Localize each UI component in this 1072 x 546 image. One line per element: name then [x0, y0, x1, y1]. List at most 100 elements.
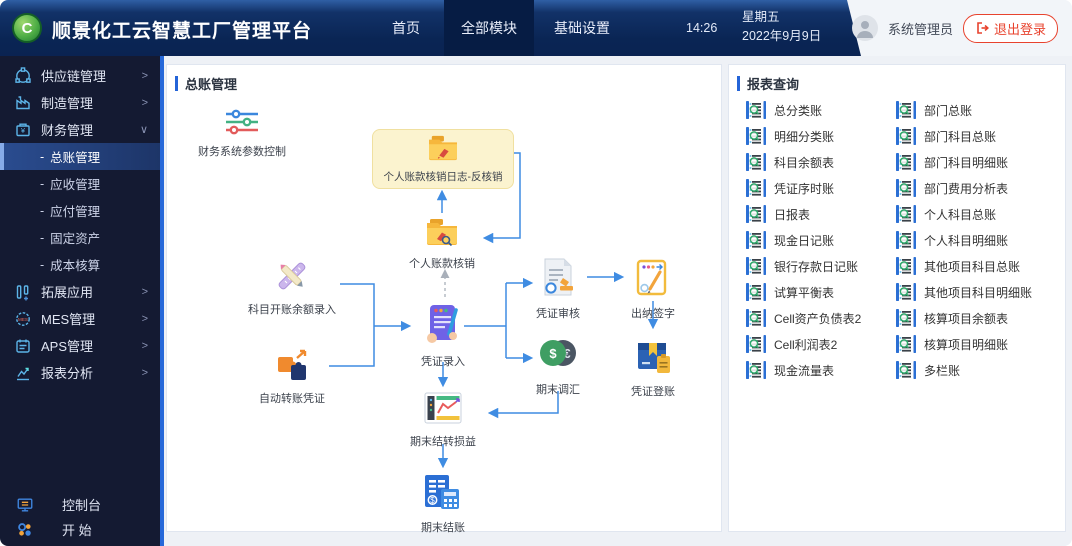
report-search-icon — [745, 281, 767, 303]
report-search-icon — [895, 229, 917, 251]
svg-text:$: $ — [549, 346, 557, 361]
nav-tab-home[interactable]: 首页 — [392, 20, 420, 36]
sidebar-item-mes[interactable]: MES MES管理 > — [0, 305, 160, 332]
report-item[interactable]: 其他项目科目总账 — [895, 253, 1032, 279]
report-item-label: 日报表 — [774, 207, 811, 222]
report-item-label: 现金日记账 — [774, 233, 835, 248]
flow-node-params-control[interactable]: 财务系统参数控制 — [198, 109, 286, 159]
report-item-label: 凭证序时账 — [774, 181, 835, 196]
flow-node-label: 自动转账凭证 — [259, 393, 325, 405]
svg-text:$: $ — [430, 496, 435, 505]
flow-node-period-carryover[interactable]: 期末结转损益 — [410, 391, 476, 449]
report-item[interactable]: 部门科目明细账 — [895, 149, 1032, 175]
sidebar-item-supply-chain[interactable]: 供应链管理 > — [0, 62, 160, 89]
report-search-icon — [895, 255, 917, 277]
report-item[interactable]: 部门科目总账 — [895, 123, 1032, 149]
mes-gear-icon: MES — [14, 310, 32, 328]
folder-search-icon — [425, 217, 459, 252]
flow-node-period-exchange[interactable]: €$ 期末调汇 — [536, 333, 580, 397]
sidebar-subitem-payables[interactable]: - 应付管理 — [0, 197, 160, 224]
flow-node-label: 凭证审核 — [536, 308, 580, 320]
flow-node-period-close[interactable]: $ 期末结账 — [421, 471, 465, 535]
report-item-label: 个人科目总账 — [924, 207, 997, 222]
flow-node-label: 期末结转损益 — [410, 436, 476, 448]
report-search-icon — [895, 359, 917, 381]
report-item[interactable]: 个人科目明细账 — [895, 227, 1032, 253]
flow-node-cashier-sign[interactable]: 出纳签字 — [631, 257, 675, 321]
weekday-label: 星期五 — [742, 10, 780, 24]
chevron-right-icon: > — [141, 312, 148, 325]
flow-node-label: 科目开账余额录入 — [248, 304, 336, 316]
report-item[interactable]: Cell资产负债表2 — [745, 305, 895, 331]
sidebar-subitem-receivables[interactable]: - 应收管理 — [0, 170, 160, 197]
flow-node-voucher-audit[interactable]: 凭证审核 — [536, 257, 580, 321]
report-item[interactable]: 核算项目余额表 — [895, 305, 1032, 331]
flow-node-voucher-post[interactable]: 凭证登账 — [631, 335, 675, 399]
sidebar: 供应链管理 > 制造管理 > ¥ 财务管理 ∨ - 总账管 — [0, 56, 160, 546]
logout-icon — [977, 22, 989, 34]
flow-node-voucher-entry[interactable]: 凭证录入 — [421, 303, 465, 369]
sidebar-subitem-cost-accounting[interactable]: - 成本核算 — [0, 251, 160, 278]
sidebar-item-finance[interactable]: ¥ 财务管理 ∨ — [0, 116, 160, 143]
flow-node-label: 期末调汇 — [536, 384, 580, 396]
sidebar-item-aps[interactable]: APS管理 > — [0, 332, 160, 359]
report-item[interactable]: 其他项目科目明细账 — [895, 279, 1032, 305]
report-item[interactable]: 部门费用分析表 — [895, 175, 1032, 201]
sidebar-main-divider — [160, 56, 164, 546]
report-item[interactable]: 科目余额表 — [745, 149, 895, 175]
svg-text:MES: MES — [18, 317, 28, 322]
report-item[interactable]: 核算项目明细账 — [895, 331, 1032, 357]
report-search-icon — [745, 177, 767, 199]
report-item[interactable]: 多栏账 — [895, 357, 1032, 383]
logout-button[interactable]: 退出登录 — [962, 13, 1058, 43]
report-column-2: 部门总账部门科目总账部门科目明细账部门费用分析表个人科目总账个人科目明细账其他项… — [895, 97, 1032, 383]
report-item-label: Cell资产负债表2 — [774, 311, 862, 326]
subitem-dash: - — [40, 257, 45, 272]
flow-node-opening-balance[interactable]: 科目开账余额录入 — [248, 259, 336, 317]
report-item[interactable]: 试算平衡表 — [745, 279, 895, 305]
nav-tab-basic-settings[interactable]: 基础设置 — [554, 20, 610, 36]
sidebar-footer: 控制台 开 始 — [0, 492, 160, 542]
main-content: 总账管理 — [164, 56, 1072, 546]
flow-node-label: 凭证登账 — [631, 386, 675, 398]
report-item[interactable]: Cell利润表2 — [745, 331, 895, 357]
report-item[interactable]: 凭证序时账 — [745, 175, 895, 201]
console-button[interactable]: 控制台 — [0, 492, 160, 517]
sidebar-item-manufacturing[interactable]: 制造管理 > — [0, 89, 160, 116]
report-item[interactable]: 总分类账 — [745, 97, 895, 123]
report-search-icon — [895, 125, 917, 147]
report-item-label: 科目余额表 — [774, 155, 835, 170]
logout-label: 退出登录 — [993, 21, 1046, 37]
chevron-right-icon: > — [141, 96, 148, 109]
report-item[interactable]: 现金日记账 — [745, 227, 895, 253]
report-item[interactable]: 部门总账 — [895, 97, 1032, 123]
flow-node-reverse-writeoff[interactable]: 个人账款核销日志-反核销 — [372, 129, 514, 189]
report-item[interactable]: 个人科目总账 — [895, 201, 1032, 227]
flow-node-auto-transfer[interactable]: 自动转账凭证 — [259, 348, 325, 406]
flow-node-label: 个人账款核销日志-反核销 — [383, 171, 503, 183]
report-item[interactable]: 现金流量表 — [745, 357, 895, 383]
report-column-1: 总分类账明细分类账科目余额表凭证序时账日报表现金日记账银行存款日记账试算平衡表 C… — [745, 97, 895, 383]
sidebar-submenu-finance: - 总账管理 - 应收管理 - 应付管理 - 固定资产 - 成本核算 — [0, 143, 160, 278]
sidebar-item-report-analysis[interactable]: 报表分析 > — [0, 359, 160, 386]
sidebar-item-extended-apps[interactable]: 拓展应用 > — [0, 278, 160, 305]
report-item-label: 个人科目明细账 — [924, 233, 1009, 248]
report-item[interactable]: 明细分类账 — [745, 123, 895, 149]
flow-node-label: 期末结账 — [421, 522, 465, 534]
app-title: 顺景化工云智慧工厂管理平台 — [52, 21, 313, 42]
nav-tab-all-modules[interactable]: 全部模块 — [444, 0, 534, 56]
report-item-label: 核算项目明细账 — [924, 337, 1009, 352]
report-search-icon — [745, 203, 767, 225]
report-item-label: 部门科目明细账 — [924, 155, 1009, 170]
start-button[interactable]: 开 始 — [0, 517, 160, 542]
sidebar-subitem-general-ledger[interactable]: - 总账管理 — [0, 143, 160, 170]
report-list: 总分类账明细分类账科目余额表凭证序时账日报表现金日记账银行存款日记账试算平衡表 C… — [745, 97, 1032, 383]
flow-node-personal-writeoff[interactable]: 个人账款核销 — [409, 217, 475, 271]
report-item[interactable]: 日报表 — [745, 201, 895, 227]
sidebar-item-label: 财务管理 — [41, 123, 94, 138]
sidebar-subitem-fixed-assets[interactable]: - 固定资产 — [0, 224, 160, 251]
report-item[interactable]: 银行存款日记账 — [745, 253, 895, 279]
document-stamp-icon — [539, 257, 577, 302]
report-search-icon — [895, 307, 917, 329]
report-search-icon — [745, 333, 767, 355]
